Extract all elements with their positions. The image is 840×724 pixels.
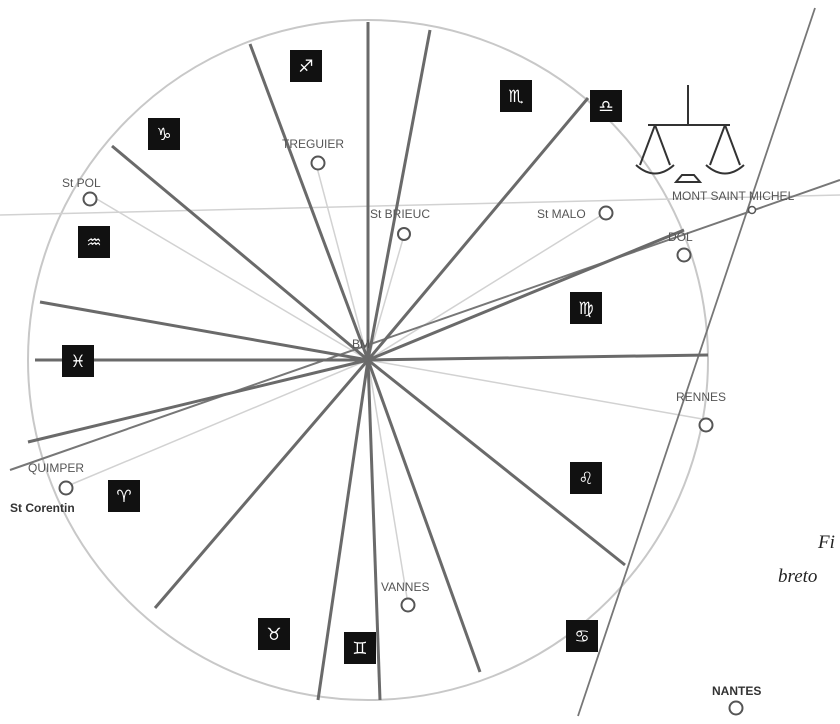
sign-glyph: ♏	[508, 87, 523, 107]
sector-divider	[367, 353, 709, 362]
city-quimper: QUIMPER St Corentin	[10, 461, 84, 515]
sign-scorpio: ♏	[500, 80, 532, 112]
sign-libra: ♎	[590, 90, 622, 122]
sign-box	[500, 80, 532, 112]
center-label: BM	[352, 337, 370, 351]
city-marker	[747, 205, 757, 215]
sign-box	[148, 118, 180, 150]
sector-divider	[366, 359, 382, 701]
libra-scales-illustration	[635, 85, 745, 183]
sector-divider	[366, 29, 432, 361]
city-label: St MALO	[537, 207, 586, 221]
sign-box	[344, 632, 376, 664]
sector-divider	[39, 300, 369, 362]
city-label: QUIMPER	[28, 461, 84, 475]
sign-box	[290, 50, 322, 82]
sign-box	[570, 292, 602, 324]
city-st-pol: St POL	[62, 176, 101, 207]
sign-box	[62, 345, 94, 377]
sign-aries: ♈	[108, 480, 140, 512]
sign-glyph: ♋	[574, 627, 589, 647]
line-mont-saint-michel	[9, 179, 840, 471]
city-label: NANTES	[712, 684, 761, 698]
sign-glyph: ♊	[352, 639, 367, 659]
sign-sagittarius: ♐	[290, 50, 322, 82]
sign-box	[570, 462, 602, 494]
sign-capricorn: ♑	[148, 118, 180, 150]
sign-glyph: ♎	[598, 97, 613, 117]
zodiac-circle	[27, 19, 709, 701]
city-marker	[598, 205, 614, 221]
city-nantes: NANTES	[712, 684, 761, 716]
sector-divider	[366, 359, 482, 673]
city-marker	[58, 480, 74, 496]
sign-taurus: ♉	[258, 618, 290, 650]
city-marker	[397, 227, 411, 241]
sign-box	[566, 620, 598, 652]
city-label: St BRIEUC	[370, 207, 430, 221]
sign-box	[590, 90, 622, 122]
guide-lines	[0, 159, 840, 605]
caption-line-1: Fi	[817, 532, 835, 553]
sign-glyph: ♍	[578, 299, 593, 319]
city-mont-saint-michel: MONT SAINT MICHEL	[672, 189, 795, 215]
city-vannes: VANNES	[381, 580, 429, 613]
sector-dividers	[27, 22, 709, 701]
city-label: MONT SAINT MICHEL	[672, 189, 795, 203]
city-label: DOL	[668, 230, 693, 244]
sector-divider	[153, 359, 370, 609]
city-st-brieuc: St BRIEUC	[370, 207, 430, 241]
sign-pisces: ♓	[62, 345, 94, 377]
sector-divider	[248, 43, 370, 361]
city-label: TREGUIER	[282, 137, 344, 151]
city-dol: DOL	[668, 230, 693, 263]
sector-divider	[366, 97, 590, 361]
city-marker	[310, 155, 326, 171]
sign-glyph: ♉	[266, 625, 281, 645]
sector-divider	[367, 358, 626, 567]
city-st-malo: St MALO	[537, 205, 614, 221]
sign-box	[78, 226, 110, 258]
sector-divider	[111, 144, 369, 362]
city-label: VANNES	[381, 580, 429, 594]
sector-divider	[367, 228, 685, 362]
city-marker	[698, 417, 714, 433]
sign-glyph: ♓	[70, 352, 85, 372]
city-label: St POL	[62, 176, 101, 190]
sign-virgo: ♍	[570, 292, 602, 324]
oblique-line	[577, 7, 816, 717]
sign-glyph: ♑	[156, 125, 171, 145]
city-marker	[676, 247, 692, 263]
city-label: St Corentin	[10, 501, 75, 515]
zodiac-signs: ♑ ♐ ♏ ♎ ♒ ♍ ♓ ♌ ♈ ♋ ♉ ♊	[62, 50, 622, 664]
sign-glyph: ♒	[86, 233, 101, 253]
sign-gemini: ♊	[344, 632, 376, 664]
city-marker	[400, 597, 416, 613]
sign-glyph: ♐	[298, 57, 313, 77]
sign-cancer: ♋	[566, 620, 598, 652]
sign-glyph: ♌	[578, 469, 593, 489]
sector-divider	[27, 358, 369, 444]
sign-leo: ♌	[570, 462, 602, 494]
caption-line-2: breto	[778, 566, 817, 587]
sign-aquarius: ♒	[78, 226, 110, 258]
cities: St POL TREGUIER St BRIEUC St MALO MONT S…	[10, 137, 795, 716]
city-rennes: RENNES	[676, 390, 726, 433]
city-treguier: TREGUIER	[282, 137, 344, 171]
city-marker	[82, 191, 98, 207]
city-label: RENNES	[676, 390, 726, 404]
sign-box	[108, 480, 140, 512]
city-marker	[728, 700, 744, 716]
sign-box	[258, 618, 290, 650]
sign-glyph: ♈	[116, 487, 131, 507]
sector-divider	[316, 359, 370, 701]
